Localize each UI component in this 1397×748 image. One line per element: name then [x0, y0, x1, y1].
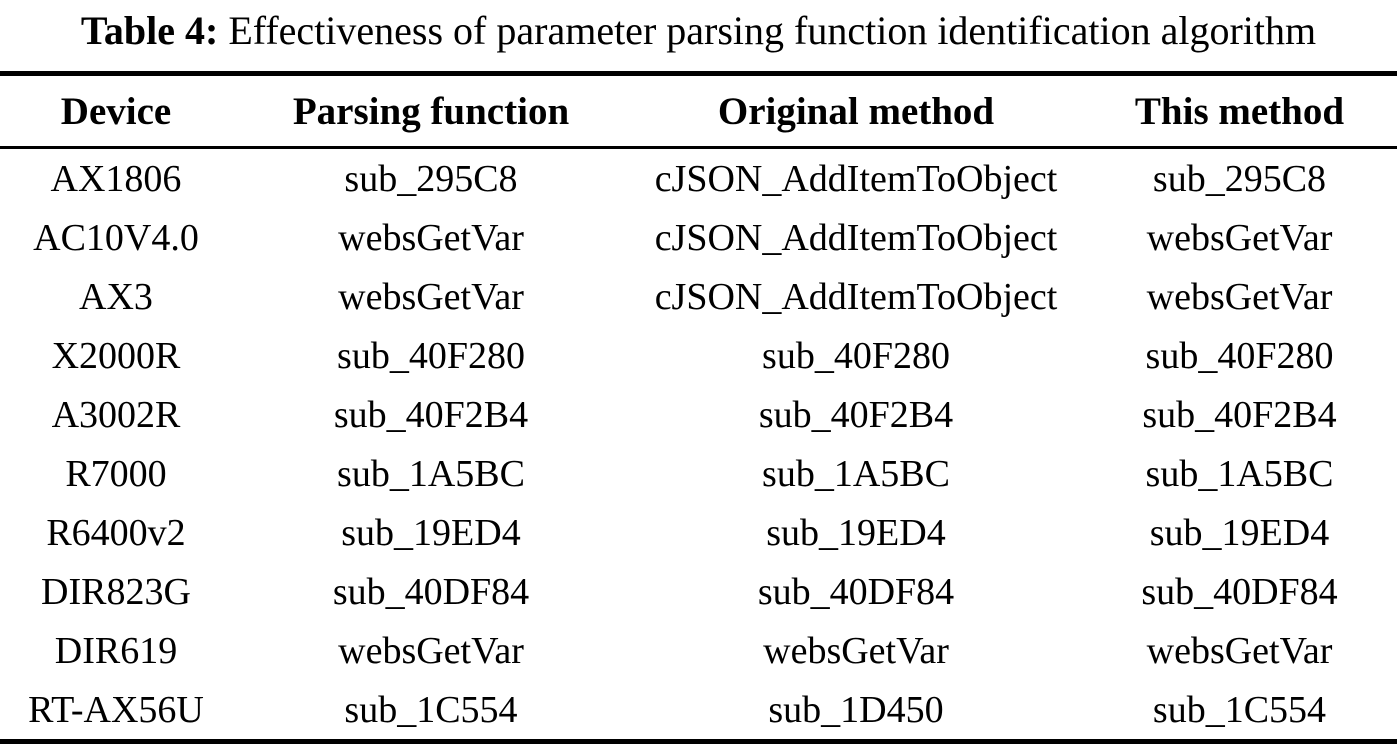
table-caption: Table 4: Effectiveness of parameter pars… [0, 0, 1397, 71]
column-header-device: Device [0, 73, 232, 149]
cell-device: AX1806 [50, 157, 182, 200]
cell-this-method: sub_1A5BC [1145, 452, 1334, 495]
cell-device: RT-AX56U [28, 688, 204, 731]
cell-original-method: sub_40F280 [762, 334, 950, 377]
cell-device: DIR823G [41, 570, 191, 613]
cell-original-method: sub_1D450 [768, 688, 944, 731]
cell-original-method: sub_40F2B4 [758, 393, 954, 436]
cell-original-method: sub_1A5BC [762, 452, 950, 495]
cell-device: DIR619 [54, 629, 178, 672]
cell-parsing-function: sub_40F280 [337, 334, 525, 377]
table-row: R6400v2 sub_19ED4 sub_19ED4 sub_19ED4 [0, 503, 1397, 562]
column-header-parsing-function: Parsing function [232, 73, 630, 149]
cell-this-method: sub_295C8 [1152, 157, 1327, 200]
column-header-original-method: Original method [630, 73, 1082, 149]
cell-original-method: cJSON_AddItemToObject [654, 216, 1058, 259]
cell-this-method: websGetVar [1146, 216, 1333, 259]
cell-parsing-function: websGetVar [338, 629, 524, 672]
cell-parsing-function: websGetVar [338, 216, 524, 259]
cell-parsing-function: sub_1A5BC [337, 452, 525, 495]
cell-original-method: sub_19ED4 [766, 511, 946, 554]
table-caption-label: Table 4: [80, 8, 219, 53]
cell-this-method: sub_40F280 [1145, 334, 1334, 377]
table-row: DIR619 websGetVar websGetVar websGetVar [0, 621, 1397, 680]
table-row: AC10V4.0 websGetVar cJSON_AddItemToObjec… [0, 208, 1397, 267]
table-header: Device Parsing function Original method … [0, 73, 1397, 149]
column-header-this-method: This method [1082, 73, 1397, 149]
cell-parsing-function: sub_40F2B4 [333, 393, 529, 436]
cell-device: R6400v2 [46, 511, 186, 554]
results-table: Device Parsing function Original method … [0, 71, 1397, 744]
table-caption-text: Effectiveness of parameter parsing funct… [228, 8, 1317, 53]
table-row: A3002R sub_40F2B4 sub_40F2B4 sub_40F2B4 [0, 385, 1397, 444]
table-row: AX3 websGetVar cJSON_AddItemToObject web… [0, 267, 1397, 326]
table-row: R7000 sub_1A5BC sub_1A5BC sub_1A5BC [0, 444, 1397, 503]
table-row: DIR823G sub_40DF84 sub_40DF84 sub_40DF84 [0, 562, 1397, 621]
header-row: Device Parsing function Original method … [0, 73, 1397, 149]
cell-original-method: cJSON_AddItemToObject [654, 275, 1058, 318]
cell-this-method: websGetVar [1146, 629, 1333, 672]
cell-original-method: sub_40DF84 [757, 570, 955, 613]
table-row: X2000R sub_40F280 sub_40F280 sub_40F280 [0, 326, 1397, 385]
table-body: AX1806 sub_295C8 cJSON_AddItemToObject s… [0, 148, 1397, 742]
cell-device: AX3 [79, 275, 153, 318]
cell-device: A3002R [51, 393, 181, 436]
table-row: RT-AX56U sub_1C554 sub_1D450 sub_1C554 [0, 680, 1397, 742]
cell-parsing-function: sub_295C8 [344, 157, 518, 200]
cell-device: AC10V4.0 [33, 216, 199, 259]
cell-this-method: sub_19ED4 [1149, 511, 1330, 554]
cell-parsing-function: sub_40DF84 [332, 570, 530, 613]
cell-device: X2000R [51, 334, 181, 377]
cell-original-method: websGetVar [763, 629, 949, 672]
cell-this-method: sub_40F2B4 [1142, 393, 1337, 436]
cell-device: R7000 [65, 452, 167, 495]
cell-this-method: websGetVar [1146, 275, 1333, 318]
cell-parsing-function: sub_1C554 [344, 688, 518, 731]
cell-this-method: sub_40DF84 [1141, 570, 1338, 613]
cell-this-method: sub_1C554 [1152, 688, 1327, 731]
cell-parsing-function: sub_19ED4 [341, 511, 521, 554]
cell-original-method: cJSON_AddItemToObject [654, 157, 1058, 200]
table-row: AX1806 sub_295C8 cJSON_AddItemToObject s… [0, 148, 1397, 209]
cell-parsing-function: websGetVar [338, 275, 524, 318]
